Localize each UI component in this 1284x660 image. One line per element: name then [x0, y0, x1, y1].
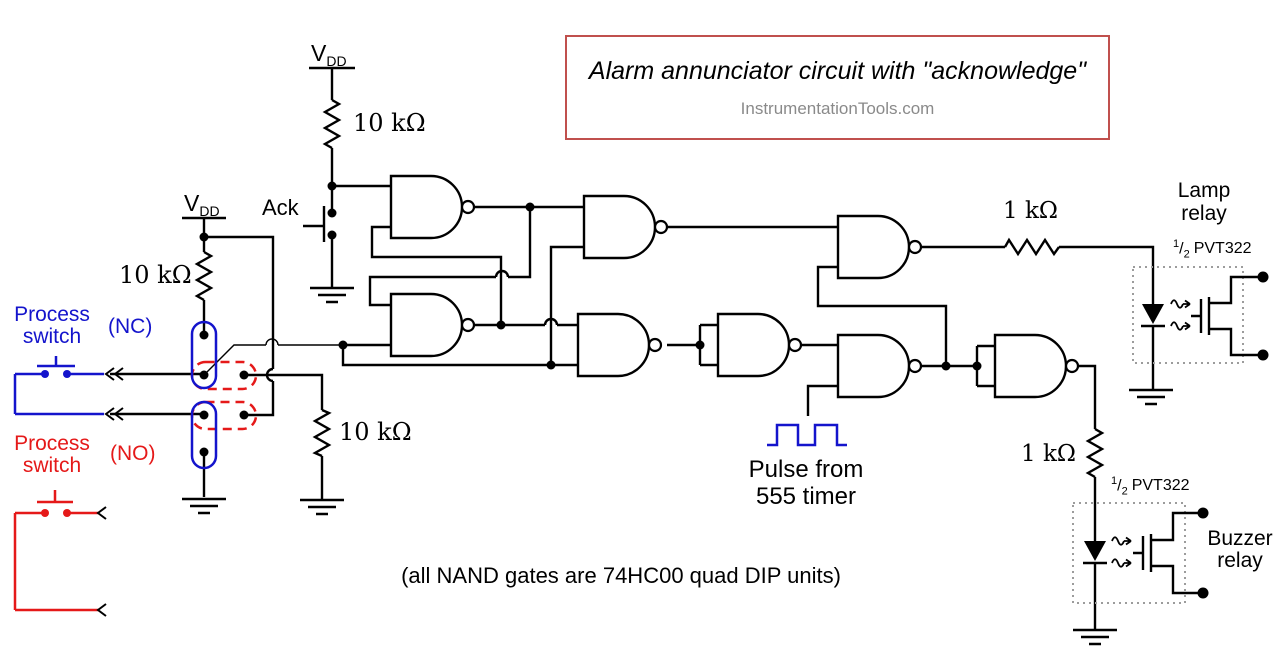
watermark: InstrumentationTools.com [740, 98, 935, 118]
mosfet-icon [1191, 275, 1263, 357]
nand-gate-3 [582, 194, 669, 260]
resistor-ack-pullup [322, 98, 342, 150]
buzzer-relay-label: Buzzer relay [1207, 527, 1273, 572]
relay-terminal [1257, 349, 1269, 361]
cable-continuation-chevrons-icon [104, 367, 124, 421]
nand-gate-8 [993, 333, 1080, 399]
ground-icon [1129, 388, 1173, 406]
relay-terminal [1197, 587, 1209, 599]
buzzer-output-net [1073, 364, 1117, 646]
nand-gate-5 [836, 214, 923, 280]
resistor-label-buzzer: 1 kΩ [1021, 441, 1076, 467]
open-wire-arrow-icon [96, 506, 107, 617]
vdd-label-left: VDD [184, 190, 220, 219]
buzzer-relay-symbol [1072, 502, 1209, 604]
nc-switch-type: (NC) [108, 315, 153, 338]
led-icon [1142, 304, 1164, 324]
no-switch-type: (NO) [110, 442, 156, 465]
mosfet-icon [1133, 511, 1203, 595]
ground-icon [310, 286, 354, 304]
ack-pushbutton [303, 206, 326, 242]
lamp-relay-symbol [1132, 266, 1269, 364]
resistor-label-switch-pullup: 10 kΩ [119, 261, 192, 289]
lamp-output-net [921, 237, 1173, 406]
no-switch-label: Process switch [14, 432, 90, 477]
pulldown-net [244, 373, 344, 516]
pulse-waveform-icon [767, 423, 847, 447]
lamp-relay-label: Lamp relay [1177, 179, 1231, 225]
resistor-label-ack-pullup: 10 kΩ [353, 109, 426, 137]
light-arrow-icon [1170, 299, 1191, 309]
vdd-rail [204, 235, 275, 417]
nand-gate-2 [389, 292, 476, 358]
light-arrow-icon [1111, 558, 1132, 568]
vdd-ack-net [303, 66, 391, 304]
light-arrow-icon [1111, 536, 1132, 546]
nand-gate-4 [576, 312, 663, 378]
terminal-jumpers [190, 320, 258, 470]
title-box: Alarm annunciator circuit with "acknowle… [565, 35, 1110, 140]
diagram-title: Alarm annunciator circuit with "acknowle… [588, 56, 1087, 85]
led-icon [1084, 541, 1106, 561]
nand-note: (all NAND gates are 74HC00 quad DIP unit… [401, 563, 841, 588]
ground-icon [1073, 628, 1117, 646]
ack-label: Ack [262, 195, 299, 220]
field-wires [110, 372, 204, 416]
nand-gate-7 [836, 333, 923, 399]
resistor-label-lamp: 1 kΩ [1003, 198, 1058, 224]
nc-switch-label: Process switch [14, 303, 90, 348]
nand-gate-6 [716, 312, 803, 378]
ground-icon [300, 498, 344, 516]
process-switch-nc [13, 356, 104, 416]
switch-signal-wire [203, 344, 343, 376]
resistor-switch-pulldown [312, 408, 332, 458]
relay-terminal [1197, 507, 1209, 519]
nand-gate-1 [389, 174, 476, 240]
resistor-buzzer-series [1085, 427, 1105, 479]
wire-hops [265, 269, 559, 383]
ground-icon [182, 497, 226, 515]
light-arrow-icon [1170, 321, 1191, 331]
wire-hop [265, 338, 279, 346]
resistor-lamp-series [1003, 237, 1060, 257]
resistor-label-switch-pulldown: 10 kΩ [339, 418, 412, 446]
vdd-label-top: VDD [311, 40, 347, 69]
process-switch-no [13, 490, 107, 617]
pulse-label: Pulse from 555 timer [748, 456, 864, 510]
relay-terminal [1257, 271, 1269, 283]
resistor-switch-pullup [194, 250, 214, 302]
junction-dots [199, 181, 982, 457]
vdd-left-net [182, 216, 275, 515]
